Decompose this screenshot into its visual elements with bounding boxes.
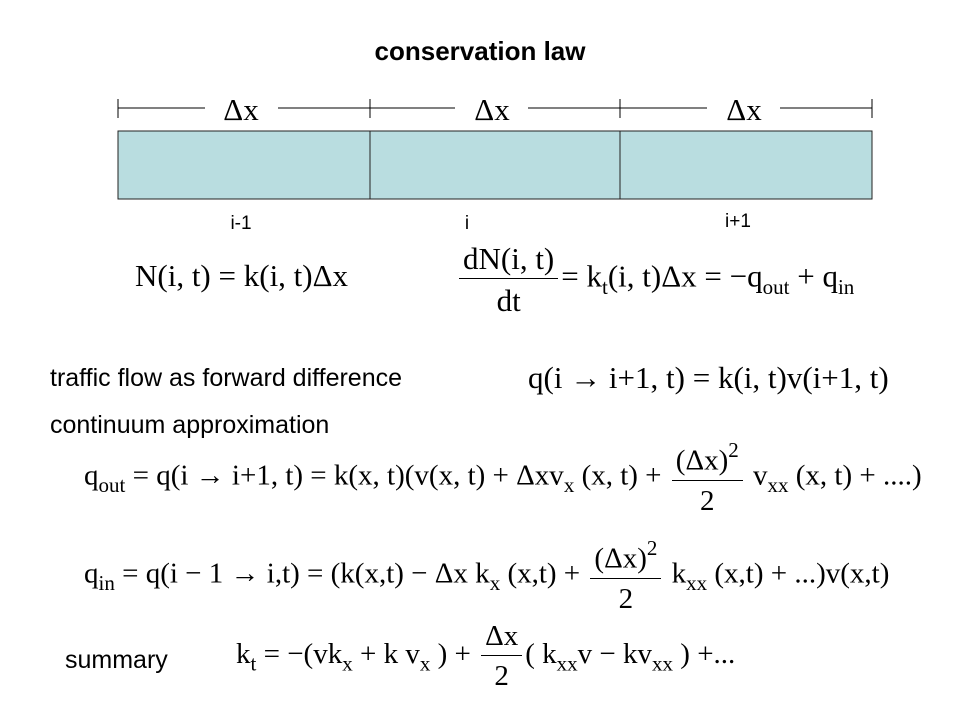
rate-denominator: dt [459,278,559,316]
qin-denominator: 2 [590,577,662,614]
rate-rhs-b: (i, t)Δx = −q [607,258,763,294]
qout-q: q [84,459,99,492]
qin-sub3: xx [686,570,708,595]
qin-part4: (x,t) + ...)v(x,t) [707,557,890,590]
summary-sub4: xx [556,651,578,676]
flow-text: traffic flow as forward difference [50,364,403,392]
rate-rhs-c: + q [789,258,838,294]
index-label-i-minus-1: i-1 [230,213,251,234]
qout-denominator: 2 [671,479,743,516]
rate-sub-t: t [602,274,608,299]
qout-part2: (x, t) + [574,459,669,492]
qin-numerator: (Δx) [594,542,647,575]
summary-label: summary [65,646,168,674]
cell-i-plus-1 [619,130,873,200]
rate-numerator: dN(i, t) [463,241,555,276]
qout-fraction: (Δx)2 2 [671,438,743,516]
qout-part3: v [745,459,768,492]
summary-part2: + k v [352,638,420,671]
qin-fraction: (Δx)2 2 [590,536,662,614]
summary-part1: = −(vk [256,638,343,671]
qout-part1: = q(i → i+1, t) = k(x, t)(v(x, t) + Δxv [125,459,564,492]
dx-label-1: Δx [223,92,259,127]
summary-sub5: xx [652,651,674,676]
qout-sub: out [98,472,126,497]
qout-sub3: xx [767,472,789,497]
qin-sup: 2 [646,536,658,560]
qout-part4: (x, t) + ....) [788,459,922,492]
dx-label-3: Δx [726,92,762,127]
index-label-i-plus-1: i+1 [725,211,751,232]
qout-sup: 2 [728,438,739,462]
index-label-i: i [465,213,469,234]
rate-sub-in: in [837,274,855,299]
qin-part2: (x,t) + [500,557,588,590]
summary-denominator: 2 [481,655,523,691]
qin-sub1: x [489,570,501,595]
qout-equation: qout = q(i → i+1, t) = k(x, t)(v(x, t) +… [84,440,922,516]
flow-formula: q(i → i+1, t) = k(i, t)v(i+1, t) [528,360,889,395]
summary-sub2: x [419,651,431,676]
rate-equation: dN(i, t) dt = kt(i, t)Δx = −qout + qin [456,243,854,316]
summary-numerator: Δx [485,620,519,652]
summary-part6: ) +... [673,638,736,671]
qout-sub1: x [563,472,575,497]
summary-part3: ) + [430,638,479,671]
rate-sub-out: out [762,274,790,299]
qin-equation: qin = q(i − 1 → i,t) = (k(x,t) − Δx kx (… [84,538,889,614]
cell-i [369,130,621,200]
density-equation: N(i, t) = k(i, t)Δx [135,258,349,293]
summary-part5: v − kv [577,638,653,671]
page-title: conservation law [374,36,586,66]
continuum-text: continuum approximation [50,411,330,439]
dx-label-2: Δx [474,92,510,127]
summary-sub-t: t [250,651,257,676]
rate-fraction: dN(i, t) dt [459,241,559,316]
qin-sub: in [98,570,115,595]
qout-numerator: (Δx) [675,444,729,477]
qin-part3: k [664,557,687,590]
cell-diagram: Δx Δx Δx i-1 i i+1 [117,92,873,234]
summary-part4: ( k [525,638,557,671]
qin-q: q [84,557,99,590]
cell-i-minus-1 [117,130,371,200]
summary-k: k [236,638,251,671]
rate-rhs-a: = k [561,258,602,294]
summary-sub1: x [342,651,353,676]
qin-part1: = q(i − 1 → i,t) = (k(x,t) − Δx k [114,557,490,590]
